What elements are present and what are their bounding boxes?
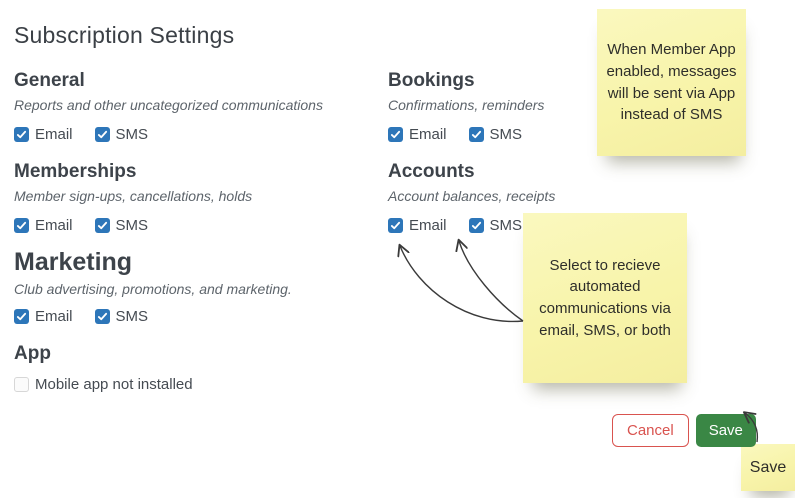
arrow-to-accounts-email bbox=[400, 246, 524, 323]
checkbox-checked-icon[interactable] bbox=[14, 217, 29, 233]
section-accounts-description: Account balances, receipts bbox=[388, 188, 556, 204]
bookings-email-checkbox[interactable]: Email bbox=[388, 126, 447, 143]
checkbox-label: Email bbox=[409, 125, 447, 143]
section-accounts: Accounts Account balances, receipts Emai… bbox=[388, 159, 638, 234]
accounts-email-checkbox[interactable]: Email bbox=[388, 217, 447, 234]
checkbox-label: SMS bbox=[115, 125, 149, 143]
section-general-checkrow: Email SMS bbox=[14, 125, 374, 143]
cancel-button[interactable]: Cancel bbox=[612, 414, 689, 447]
checkbox-checked-icon[interactable] bbox=[468, 217, 484, 233]
section-app-heading: App bbox=[14, 343, 51, 364]
sticky-note-text: Save bbox=[749, 458, 787, 476]
checkbox-checked-icon[interactable] bbox=[468, 126, 484, 142]
sticky-note-save: Save bbox=[741, 444, 795, 491]
section-bookings: Bookings Confirmations, reminders Email … bbox=[388, 68, 638, 143]
page-title: Subscription Settings bbox=[14, 22, 235, 48]
checkbox-label: SMS bbox=[489, 216, 523, 234]
checkbox-label: Email bbox=[35, 307, 73, 325]
section-memberships-heading: Memberships bbox=[14, 161, 137, 182]
accounts-sms-checkbox[interactable]: SMS bbox=[468, 216, 523, 234]
section-marketing: Marketing Club advertising, promotions, … bbox=[14, 246, 374, 325]
save-button[interactable]: Save bbox=[695, 414, 756, 447]
checkbox-unchecked-icon[interactable] bbox=[14, 376, 29, 392]
left-column: General Reports and other uncategorized … bbox=[14, 68, 374, 393]
checkbox-checked-icon[interactable] bbox=[94, 308, 110, 324]
section-accounts-heading: Accounts bbox=[388, 161, 475, 182]
checkbox-label: SMS bbox=[115, 307, 149, 325]
checkbox-label: Email bbox=[35, 216, 73, 234]
section-accounts-checkrow: Email SMS bbox=[388, 216, 638, 234]
checkbox-checked-icon[interactable] bbox=[94, 217, 110, 233]
section-marketing-heading: Marketing bbox=[14, 248, 133, 276]
checkbox-label: SMS bbox=[115, 216, 149, 234]
section-bookings-checkrow: Email SMS bbox=[388, 125, 638, 143]
marketing-sms-checkbox[interactable]: SMS bbox=[94, 307, 149, 325]
section-app-checkrow: Mobile app not installed bbox=[14, 375, 374, 393]
section-memberships-description: Member sign-ups, cancellations, holds bbox=[14, 188, 253, 204]
marketing-email-checkbox[interactable]: Email bbox=[14, 308, 73, 325]
right-column: Bookings Confirmations, reminders Email … bbox=[388, 68, 638, 234]
checkbox-label: Email bbox=[35, 125, 73, 143]
memberships-sms-checkbox[interactable]: SMS bbox=[94, 216, 149, 234]
checkbox-label: SMS bbox=[489, 125, 523, 143]
arrow-to-accounts-sms bbox=[459, 241, 524, 322]
checkbox-checked-icon[interactable] bbox=[94, 126, 110, 142]
sticky-note-text: Select to recieve automated communicatio… bbox=[539, 256, 671, 339]
section-bookings-heading: Bookings bbox=[388, 70, 475, 91]
general-email-checkbox[interactable]: Email bbox=[14, 126, 73, 143]
checkbox-checked-icon[interactable] bbox=[14, 308, 29, 324]
checkbox-label: Mobile app not installed bbox=[35, 375, 193, 393]
memberships-email-checkbox[interactable]: Email bbox=[14, 217, 73, 234]
section-marketing-checkrow: Email SMS bbox=[14, 307, 374, 325]
checkbox-checked-icon[interactable] bbox=[14, 126, 29, 142]
action-button-row: Cancel Save bbox=[612, 414, 756, 447]
sticky-note-select-receive: Select to recieve automated communicatio… bbox=[523, 213, 687, 383]
section-bookings-description: Confirmations, reminders bbox=[388, 97, 545, 113]
section-memberships-checkrow: Email SMS bbox=[14, 216, 374, 234]
section-marketing-description: Club advertising, promotions, and market… bbox=[14, 281, 292, 297]
section-app: App Mobile app not installed bbox=[14, 341, 374, 393]
checkbox-label: Email bbox=[409, 216, 447, 234]
sticky-note-member-app: When Member App enabled, messages will b… bbox=[597, 9, 746, 156]
checkbox-checked-icon[interactable] bbox=[388, 126, 403, 142]
checkbox-checked-icon[interactable] bbox=[388, 217, 403, 233]
sticky-note-text: When Member App enabled, messages will b… bbox=[606, 41, 737, 124]
section-memberships: Memberships Member sign-ups, cancellatio… bbox=[14, 159, 374, 234]
section-general: General Reports and other uncategorized … bbox=[14, 68, 374, 143]
section-general-heading: General bbox=[14, 70, 85, 91]
app-not-installed-checkbox[interactable]: Mobile app not installed bbox=[14, 376, 193, 393]
section-general-description: Reports and other uncategorized communic… bbox=[14, 97, 323, 113]
general-sms-checkbox[interactable]: SMS bbox=[94, 125, 149, 143]
bookings-sms-checkbox[interactable]: SMS bbox=[468, 125, 523, 143]
